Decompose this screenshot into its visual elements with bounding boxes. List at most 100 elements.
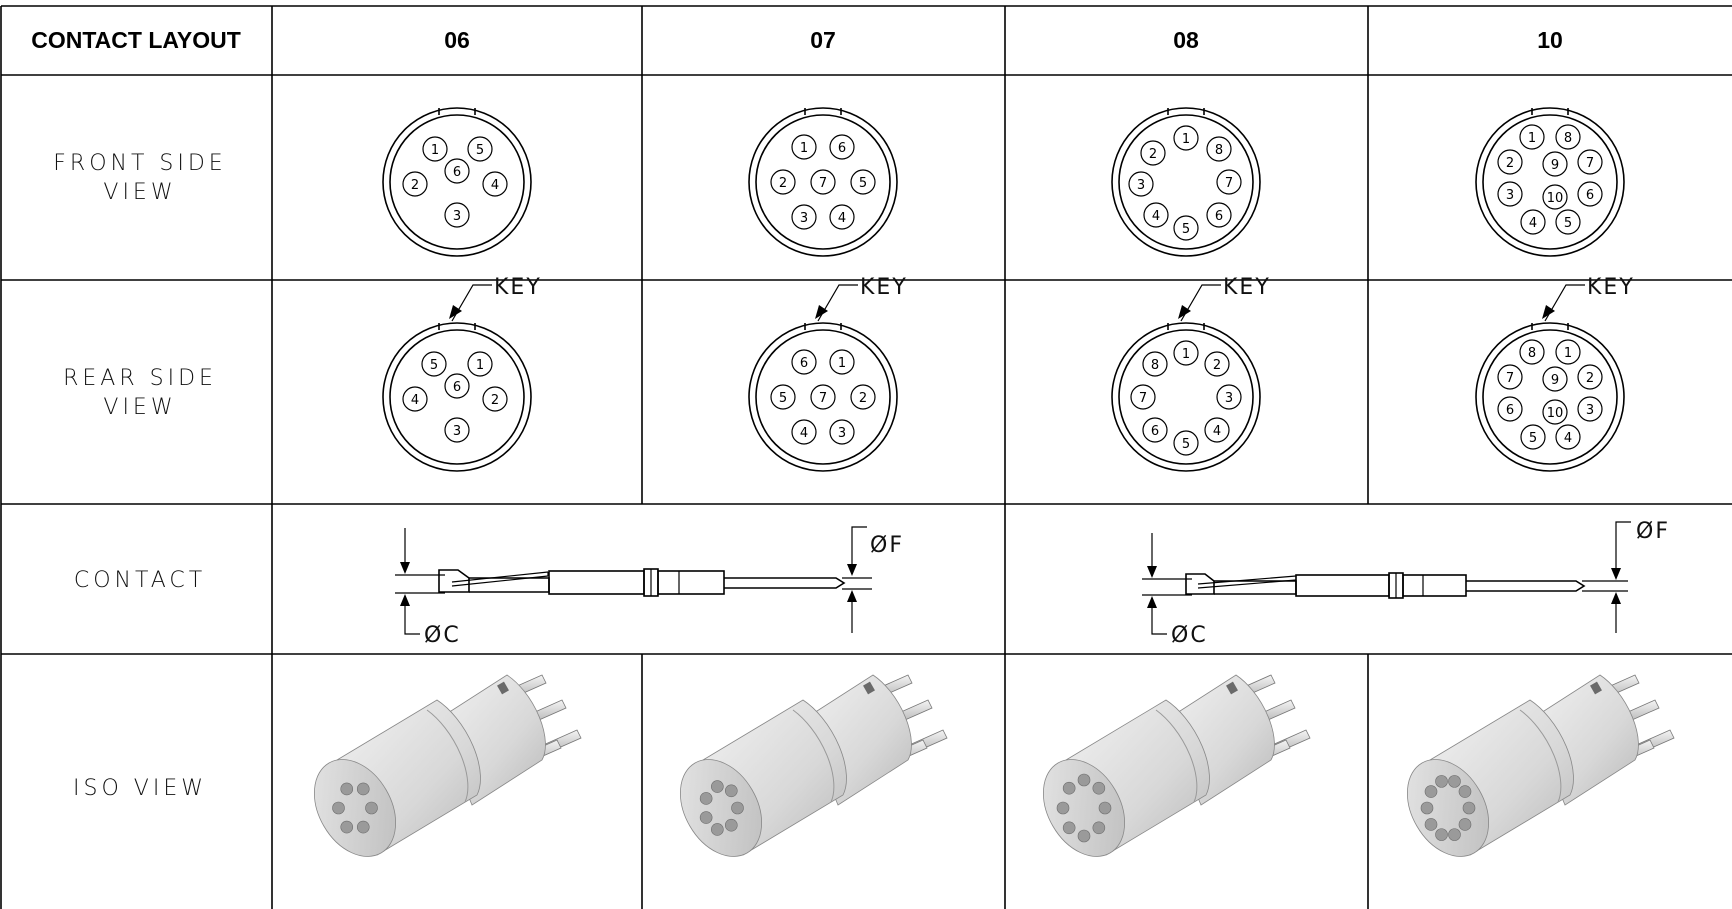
pin-front-10-4: 4 [1520, 209, 1546, 235]
svg-text:2: 2 [491, 393, 499, 408]
pin-front-08-4: 4 [1143, 202, 1169, 228]
svg-text:9: 9 [1551, 373, 1559, 388]
iso-socket-hole [356, 820, 370, 834]
svg-text:1: 1 [431, 143, 439, 158]
svg-text:7: 7 [1139, 391, 1147, 406]
pin-rear-10-3: 3 [1577, 396, 1603, 422]
iso-socket-hole [340, 782, 354, 796]
iso-socket-hole [1077, 829, 1091, 843]
svg-text:8: 8 [1564, 131, 1572, 146]
pin-rear-10-1: 1 [1555, 339, 1581, 365]
svg-text:1: 1 [476, 358, 484, 373]
header-layout-07: 07 [810, 27, 836, 53]
svg-text:4: 4 [838, 211, 846, 226]
svg-text:2: 2 [779, 176, 787, 191]
iso-socket-hole [1448, 775, 1461, 788]
dim-label-f: ØF [870, 533, 904, 558]
key-label: KEY [860, 275, 908, 300]
row-label-contact: CONTACT [74, 568, 206, 593]
iso-socket-hole [1458, 785, 1472, 798]
pin-front-10-10: 10 [1542, 184, 1568, 210]
row-label-rear-line1: REAR SIDE [63, 366, 217, 391]
svg-text:3: 3 [1137, 178, 1145, 193]
key-callout-07: KEY [815, 275, 908, 322]
svg-text:3: 3 [1506, 188, 1514, 203]
svg-text:4: 4 [1213, 424, 1221, 439]
iso-connector-06 [314, 674, 582, 857]
pin-rear-07-3: 3 [829, 419, 855, 445]
svg-text:1: 1 [1564, 346, 1572, 361]
svg-text:6: 6 [800, 356, 808, 371]
svg-text:4: 4 [1152, 209, 1160, 224]
iso-socket-hole [365, 801, 378, 815]
iso-views [314, 674, 1675, 857]
iso-socket-hole [1458, 818, 1472, 831]
header-contact-layout: CONTACT LAYOUT [31, 27, 241, 53]
pin-front-07-7: 7 [810, 169, 836, 195]
svg-text:1: 1 [1182, 347, 1190, 362]
pin-rear-07-5: 5 [770, 384, 796, 410]
iso-connector-10 [1407, 674, 1675, 857]
iso-socket-hole [332, 801, 345, 815]
pin-rear-07-7: 7 [810, 384, 836, 410]
svg-text:9: 9 [1551, 158, 1559, 173]
svg-text:1: 1 [800, 141, 808, 156]
iso-socket-hole [1062, 781, 1076, 795]
svg-text:8: 8 [1528, 346, 1536, 361]
svg-text:7: 7 [1225, 176, 1233, 191]
pin-front-07-6: 6 [829, 134, 855, 160]
iso-connector-07 [680, 674, 948, 857]
svg-text:4: 4 [491, 178, 499, 193]
pin-front-10-6: 6 [1577, 181, 1603, 207]
pin-front-07-5: 5 [850, 169, 876, 195]
svg-text:3: 3 [1225, 391, 1233, 406]
row-label-iso: ISO VIEW [73, 776, 207, 801]
pin-front-08-7: 7 [1216, 169, 1242, 195]
table-grid [0, 5, 1732, 909]
pin-rear-08-4: 4 [1204, 417, 1230, 443]
pin-front-10-5: 5 [1555, 209, 1581, 235]
pin-rear-08-7: 7 [1130, 384, 1156, 410]
pin-rear-10-7: 7 [1497, 364, 1523, 390]
iso-socket-hole [711, 780, 724, 793]
iso-connector-08 [1043, 674, 1311, 857]
iso-socket-hole [1424, 785, 1438, 798]
svg-text:1: 1 [1528, 131, 1536, 146]
svg-text:5: 5 [859, 176, 867, 191]
pin-rear-06-4: 4 [402, 386, 428, 412]
pin-rear-06-6: 6 [444, 373, 470, 399]
key-callout-06: KEY [449, 275, 542, 322]
svg-text:2: 2 [1506, 156, 1514, 171]
pin-front-08-1: 1 [1173, 125, 1199, 151]
svg-text:7: 7 [1586, 156, 1594, 171]
svg-text:8: 8 [1215, 143, 1223, 158]
svg-text:4: 4 [1529, 216, 1537, 231]
svg-text:10: 10 [1547, 191, 1564, 206]
iso-socket-hole [711, 823, 724, 836]
svg-text:7: 7 [819, 391, 827, 406]
svg-text:6: 6 [1586, 188, 1594, 203]
pin-rear-08-1: 1 [1173, 340, 1199, 366]
iso-socket-hole [340, 820, 354, 834]
key-label: KEY [1587, 275, 1635, 300]
svg-text:5: 5 [476, 143, 484, 158]
iso-socket-hole [1092, 821, 1106, 835]
svg-text:6: 6 [453, 380, 461, 395]
svg-text:1: 1 [838, 356, 846, 371]
pin-front-08-5: 5 [1173, 215, 1199, 241]
svg-text:5: 5 [1182, 437, 1190, 452]
pin-front-06-5: 5 [467, 136, 493, 162]
pin-rear-08-6: 6 [1142, 417, 1168, 443]
key-callout-08: KEY [1178, 275, 1269, 322]
iso-socket-hole [699, 811, 713, 824]
svg-text:2: 2 [1149, 147, 1157, 162]
svg-text:2: 2 [859, 391, 867, 406]
key-label: KEY [494, 275, 542, 300]
svg-text:2: 2 [1213, 358, 1221, 373]
iso-socket-hole [724, 818, 738, 832]
pin-front-06-1: 1 [422, 136, 448, 162]
